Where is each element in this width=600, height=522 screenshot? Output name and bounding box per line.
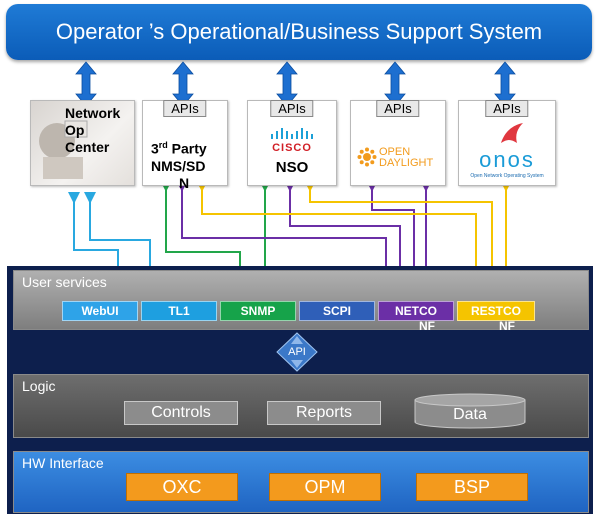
hw-interface-title: HW Interface — [22, 455, 104, 471]
service-netconf[interactable]: NETCO — [378, 301, 454, 321]
third-party-label-line1: 3rd Party — [151, 140, 207, 157]
device-platform: User services WebUI TL1 SNMP SCPI NETCO … — [7, 266, 593, 514]
onos-tagline: Open Network Operating System — [470, 173, 544, 179]
user-services-layer: User services WebUI TL1 SNMP SCPI NETCO … — [13, 270, 589, 330]
service-restconf[interactable]: RESTCO — [457, 301, 535, 321]
cisco-box: APIs CISCO NSO — [247, 100, 337, 186]
banner-title: Operator ’s Operational/Business Support… — [55, 19, 543, 44]
opendaylight-logo-line1: OPEN — [379, 146, 411, 158]
cisco-bars-icon — [271, 128, 313, 139]
oxc-block[interactable]: OXC — [126, 473, 238, 501]
controls-block[interactable]: Controls — [124, 401, 238, 425]
noc-label-line2: Op — [65, 122, 85, 138]
api-diamond — [276, 332, 318, 372]
service-tl1[interactable]: TL1 — [141, 301, 217, 321]
logic-title: Logic — [22, 378, 56, 394]
noc-label-line1: Network — [65, 105, 121, 121]
banner-arrows — [75, 61, 516, 107]
onos-bird-icon — [501, 123, 523, 143]
netconf-suffix: NF — [419, 319, 435, 333]
noc-label-line3: Center — [65, 139, 110, 155]
service-webui[interactable]: WebUI — [62, 301, 138, 321]
onos-box: APIs onos Open Network Operating System — [458, 100, 556, 186]
bsp-block[interactable]: BSP — [416, 473, 528, 501]
service-scpi[interactable]: SCPI — [299, 301, 375, 321]
hw-interface-layer: HW Interface OXC OPM BSP — [13, 451, 589, 513]
api-badge-label: API — [288, 346, 306, 358]
restconf-suffix: NF — [499, 319, 515, 333]
user-services-title: User services — [22, 274, 107, 290]
third-party-box: APIs 3rd Party NMS/SD N — [142, 100, 228, 191]
database-icon — [414, 393, 526, 429]
opendaylight-logo-line2: DAYLIGHT — [379, 157, 434, 169]
third-party-label-line3: N — [179, 174, 190, 191]
noc-box: Network Op Center — [30, 100, 135, 186]
apis-tag: APIs — [376, 100, 420, 117]
apis-tag: APIs — [163, 100, 207, 117]
apis-tag: APIs — [485, 100, 529, 117]
opm-block[interactable]: OPM — [269, 473, 381, 501]
reports-block[interactable]: Reports — [267, 401, 381, 425]
logic-layer: Logic Controls Reports Data — [13, 374, 589, 438]
cisco-logo-text: CISCO — [272, 142, 312, 154]
apis-tag: APIs — [270, 100, 314, 117]
third-party-label-line2: NMS/SD — [151, 157, 206, 174]
service-snmp[interactable]: SNMP — [220, 301, 296, 321]
opendaylight-box: APIs OPEN DAYLIGHT — [350, 100, 446, 186]
onos-logo-text: onos — [479, 147, 535, 172]
oss-bss-banner: Operator ’s Operational/Business Support… — [6, 4, 592, 60]
data-block-label: Data — [453, 406, 487, 423]
opendaylight-sun-icon — [357, 147, 377, 167]
operator-photo-icon — [39, 120, 88, 179]
cisco-label: NSO — [275, 159, 309, 176]
